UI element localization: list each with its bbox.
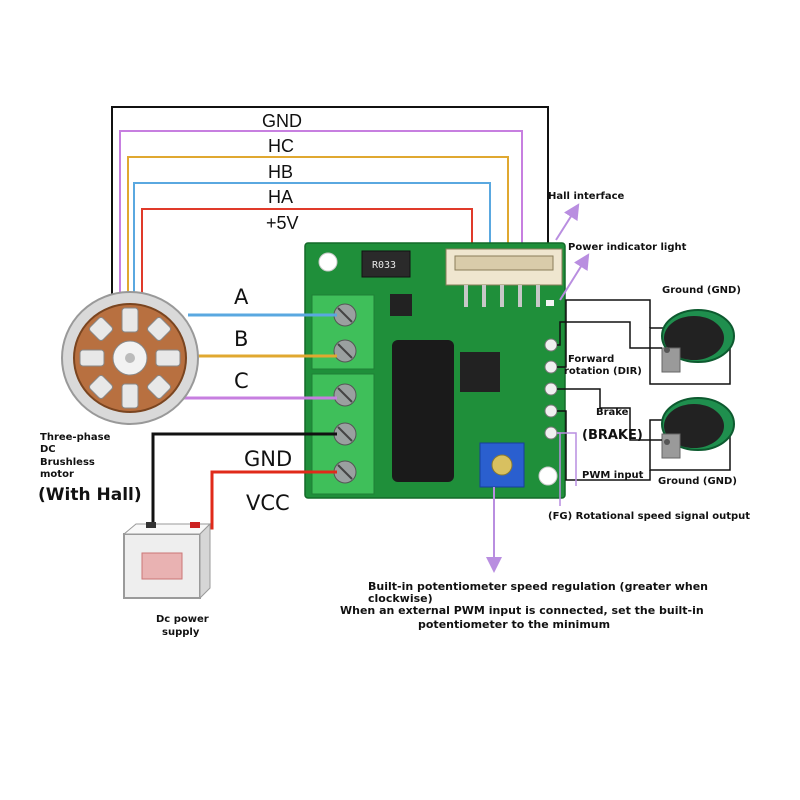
mounting-hole xyxy=(318,252,338,272)
ground-top-label: Ground (GND) xyxy=(662,285,741,296)
motor-label-line3: Brushless xyxy=(40,457,95,468)
power-indicator-arrow xyxy=(559,253,590,301)
hall-hc-label: HC xyxy=(268,136,294,156)
bldc-motor xyxy=(61,291,199,425)
power-supply-label-line2: supply xyxy=(162,627,200,638)
pwm-input-label: PWM input xyxy=(582,470,644,481)
signal-pins xyxy=(544,338,558,440)
dir-push-button[interactable] xyxy=(649,309,735,385)
potentiometer-note-line1: Built-in potentiometer speed regulation … xyxy=(368,580,708,593)
motor-label-line4: motor xyxy=(40,469,74,480)
ground-bottom-label: Ground (GND) xyxy=(658,476,737,487)
brake-caps-label: (BRAKE) xyxy=(582,428,643,443)
hall-wire-hc xyxy=(119,130,523,300)
hall-ha-label: HA xyxy=(268,187,293,207)
potentiometer-knob[interactable] xyxy=(491,454,513,476)
dc-power-supply xyxy=(122,522,212,600)
hall-wire-5v xyxy=(141,208,473,308)
shunt-resistor xyxy=(361,250,411,278)
hall-connector-slot xyxy=(454,255,554,271)
potentiometer-note-line3: When an external PWM input is connected,… xyxy=(340,604,704,617)
power-supply-label-line1: Dc power xyxy=(156,614,209,625)
phase-c-label: C xyxy=(234,369,249,393)
fg-output-label: (FG) Rotational speed signal output xyxy=(548,511,750,522)
phase-b-label: B xyxy=(234,327,248,351)
resistor-label: R033 xyxy=(372,260,396,271)
hall-5v-label: +5V xyxy=(266,213,299,233)
hall-gnd-label: GND xyxy=(262,111,302,131)
motor-label-line1: Three-phase xyxy=(40,432,111,443)
capacitor xyxy=(392,340,454,482)
controller-board: R033 xyxy=(304,242,566,499)
driver-chip xyxy=(460,352,500,392)
motor-with-hall-label: (With Hall) xyxy=(38,485,142,505)
hall-wire-hb xyxy=(127,156,509,302)
hall-connector-pins xyxy=(464,285,540,307)
forward-rotation-label-line2: rotation (DIR) xyxy=(564,366,642,377)
hall-wire-ha xyxy=(133,182,491,305)
phase-a-label: A xyxy=(234,285,249,309)
motor-label-line2: DC xyxy=(40,444,56,455)
power-wire-gnd xyxy=(151,432,337,528)
potentiometer-note-line4: potentiometer to the minimum xyxy=(418,618,610,631)
power-indicator-label: Power indicator light xyxy=(568,242,687,253)
hall-interface-arrow xyxy=(555,203,580,241)
potentiometer-note-line2: clockwise) xyxy=(368,592,433,605)
callout-arrows xyxy=(486,203,590,573)
hall-wire-gnd xyxy=(111,106,549,298)
power-indicator-led xyxy=(546,300,554,306)
button-wires xyxy=(557,299,662,481)
forward-rotation-label-line1: Forward xyxy=(568,354,614,365)
small-chip xyxy=(390,294,412,316)
power-vcc-label: VCC xyxy=(246,491,290,515)
brake-label: Brake xyxy=(596,407,629,418)
signal-callouts xyxy=(557,432,577,506)
hall-hb-label: HB xyxy=(268,162,293,182)
hall-interface-label: Hall interface xyxy=(548,191,625,202)
mounting-hole xyxy=(538,466,558,486)
power-gnd-label: GND xyxy=(244,447,292,471)
brake-push-button[interactable] xyxy=(649,397,735,471)
